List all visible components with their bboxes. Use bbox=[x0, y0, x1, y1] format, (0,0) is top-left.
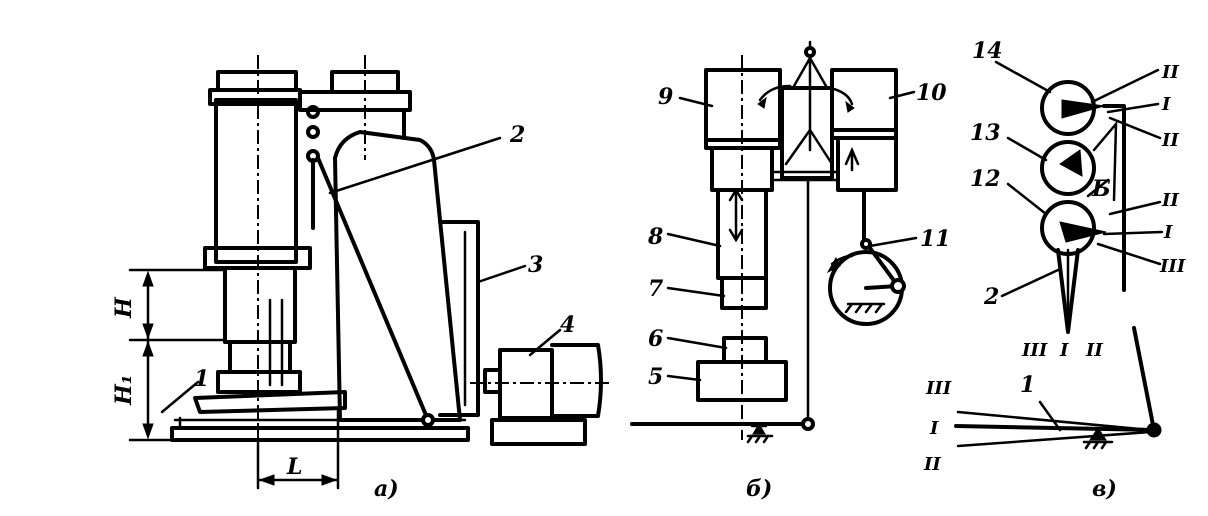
roman-right-6: III bbox=[1159, 256, 1186, 277]
label-b-10: 10 bbox=[916, 80, 947, 106]
roman-lever-3: III bbox=[925, 378, 952, 399]
roman-right-4: II bbox=[1161, 190, 1179, 211]
roman-lever-1: I bbox=[929, 418, 939, 439]
label-c-12: 12 bbox=[970, 166, 1001, 192]
label-b-5: 5 bbox=[648, 364, 663, 390]
roman-bottom-1: I bbox=[1059, 340, 1069, 361]
label-a-3: 3 bbox=[528, 252, 543, 278]
roman-right-2: I bbox=[1161, 94, 1171, 115]
label-a-1: 1 bbox=[194, 366, 209, 392]
label-b-9: 9 bbox=[658, 84, 673, 110]
roman-right-5: I bbox=[1163, 222, 1173, 243]
roman-right-3: II bbox=[1161, 130, 1179, 151]
label-c-b: Б bbox=[1091, 176, 1111, 202]
roman-bottom-2: II bbox=[1085, 340, 1103, 361]
panel-a-hammer-view: 2 3 4 1 H H₁ L а) bbox=[111, 55, 610, 502]
roman-bottom-3: III bbox=[1021, 340, 1048, 361]
caption-a: а) bbox=[374, 476, 399, 502]
dimension-h: H bbox=[111, 296, 137, 319]
label-c-13: 13 bbox=[970, 120, 1001, 146]
dimension-l: L bbox=[286, 454, 302, 480]
label-b-8: 8 bbox=[647, 224, 663, 250]
label-a-2: 2 bbox=[509, 122, 525, 148]
label-b-11: 11 bbox=[920, 226, 951, 252]
panel-c-valve-scheme: 14 13 12 2 1 Б II I II II I III III I II… bbox=[923, 38, 1186, 502]
label-b-7: 7 bbox=[648, 276, 664, 302]
caption-c: в) bbox=[1092, 476, 1117, 502]
panel-b-kinematic-scheme: 9 10 8 11 7 6 5 б) bbox=[630, 40, 951, 502]
label-c-1: 1 bbox=[1020, 372, 1035, 398]
label-b-6: 6 bbox=[648, 326, 663, 352]
label-c-2: 2 bbox=[983, 284, 999, 310]
roman-lever-2: II bbox=[923, 454, 941, 475]
label-c-14: 14 bbox=[972, 38, 1003, 64]
label-a-4: 4 bbox=[560, 312, 575, 338]
caption-b: б) bbox=[746, 476, 772, 502]
roman-right-1: II bbox=[1161, 62, 1179, 83]
dimension-h1: H₁ bbox=[111, 375, 137, 406]
